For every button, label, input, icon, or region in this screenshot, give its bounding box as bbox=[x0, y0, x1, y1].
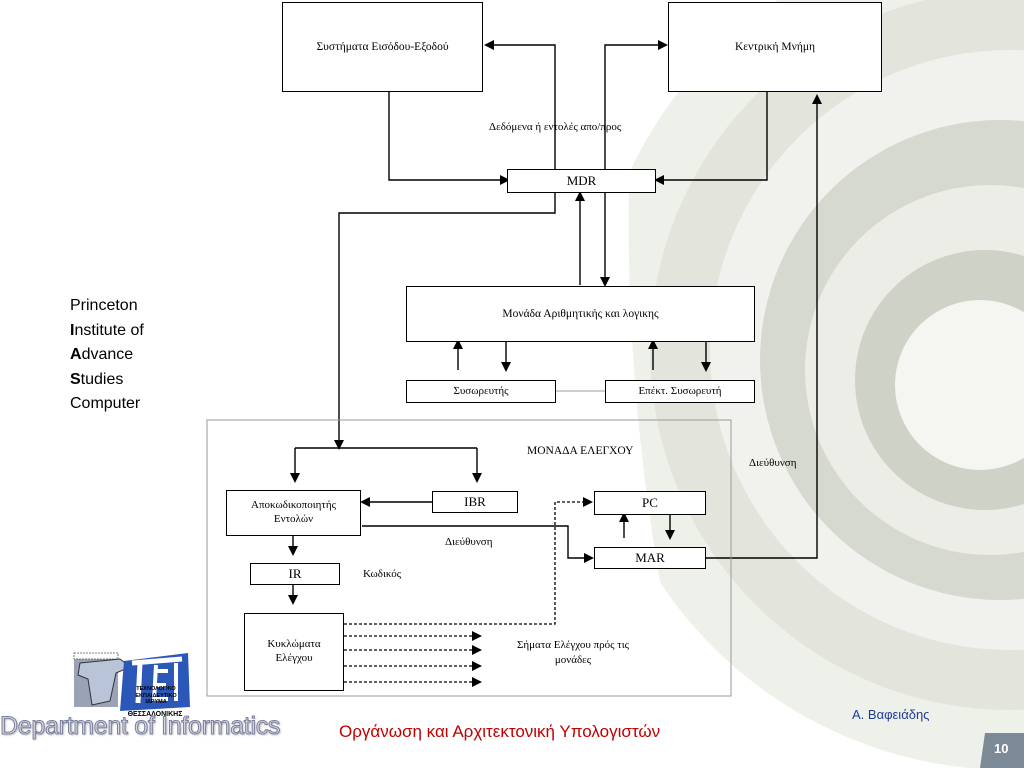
department-label: Department of Informatics bbox=[0, 712, 281, 741]
control-signals-line1: Σήματα Ελέγχου πρός τις bbox=[517, 639, 630, 651]
side-label-line1: Princeton bbox=[70, 297, 138, 314]
pc-label: PC bbox=[642, 494, 658, 510]
data-label: Δεδόμενα ή εντολές απο/προς bbox=[489, 121, 622, 133]
ext-accumulator-label: Επέκτ. Συσωρευτή bbox=[638, 384, 722, 397]
main-memory-box: Κεντρική Μνήμη bbox=[668, 2, 882, 92]
ext-accumulator-box: Επέκτ. Συσωρευτή bbox=[605, 380, 755, 403]
control-unit-title: ΜΟΝΑΔΑ ΕΛΕΓΧΟΥ bbox=[527, 445, 634, 457]
decoder-label-line1: Αποκωδικοποιητής bbox=[251, 499, 336, 512]
pc-box: PC bbox=[594, 491, 706, 515]
ibr-label: IBR bbox=[464, 493, 486, 509]
author-label: Α. Βαφειάδης bbox=[852, 707, 930, 722]
page-number: 10 bbox=[994, 741, 1009, 756]
control-circuits-box: Κυκλώματα Ελέγχου bbox=[244, 613, 344, 691]
code-label: Κωδικός bbox=[363, 568, 402, 580]
mar-box: MAR bbox=[594, 547, 706, 569]
main-memory-label: Κεντρική Μνήμη bbox=[734, 40, 816, 53]
accumulator-box: Συσωρευτής bbox=[406, 380, 556, 403]
mdr-box: MDR bbox=[507, 169, 656, 193]
ir-box: IR bbox=[250, 563, 340, 585]
io-systems-label: Συστήματα Εισόδου-Εξοδού bbox=[316, 40, 449, 53]
address-label-right: Διεύθυνση bbox=[749, 457, 797, 469]
tei-logo bbox=[73, 652, 190, 711]
control-signals-label: Σήματα Ελέγχου πρός τις μονάδες bbox=[517, 638, 629, 668]
footer-title: Οργάνωση και Αρχιτεκτονική Υπολογιστών bbox=[339, 722, 661, 741]
decoder-label-line2: Εντολών bbox=[273, 513, 314, 525]
control-circuits-line2: Ελέγχου bbox=[275, 652, 313, 664]
alu-box: Μονάδα Αριθμητικής και λογικης bbox=[406, 286, 755, 342]
address-label-inner: Διεύθυνση bbox=[445, 536, 493, 548]
ir-label: IR bbox=[288, 565, 302, 581]
io-systems-box: Συστήματα Εισόδου-Εξοδού bbox=[282, 2, 483, 92]
alu-label: Μονάδα Αριθμητικής και λογικης bbox=[502, 307, 659, 320]
logo-text: ΤΕΧΝΟΛΟΓΙΚΟ ΕΚΠΑΙΔΕΥΤΙΚΟ ΙΔΡΥΜΑ bbox=[135, 686, 177, 705]
side-label-line3: Advance bbox=[70, 346, 134, 363]
control-signals-line2: μονάδες bbox=[554, 654, 592, 666]
logo-city: ΘΕΣΣΑΛΟΝΙΚΗΣ bbox=[127, 711, 183, 718]
mdr-label: MDR bbox=[566, 172, 597, 188]
side-label-line2: Institute of bbox=[70, 321, 144, 339]
control-circuits-line1: Κυκλώματα bbox=[267, 638, 321, 651]
side-label-line5: Computer bbox=[70, 395, 141, 412]
accumulator-label: Συσωρευτής bbox=[453, 384, 509, 397]
decoder-box: Αποκωδικοποιητής Εντολών bbox=[226, 490, 361, 536]
mar-label: MAR bbox=[635, 549, 665, 565]
side-label-line4: Studies bbox=[70, 370, 124, 388]
side-label: Princeton Institute of Advance Studies C… bbox=[70, 294, 144, 417]
ibr-box: IBR bbox=[432, 491, 518, 513]
